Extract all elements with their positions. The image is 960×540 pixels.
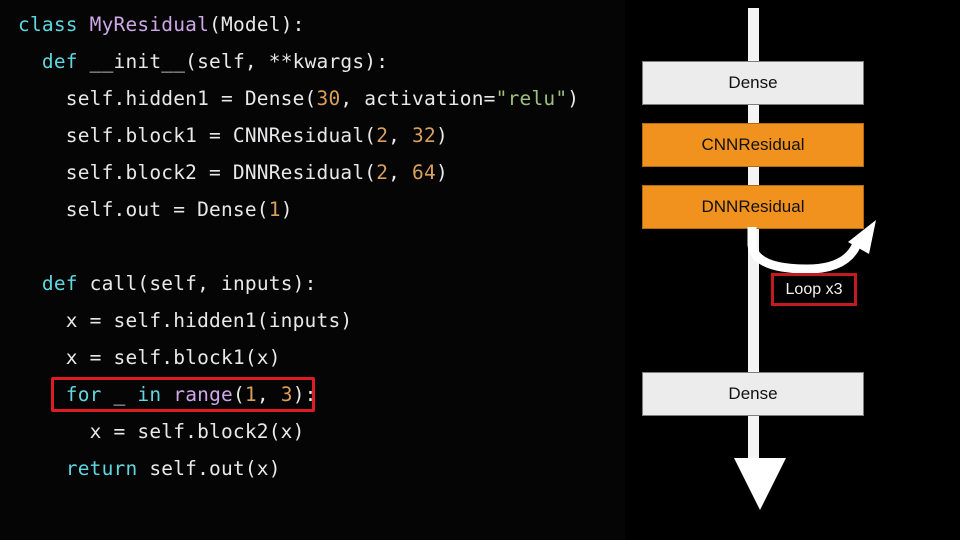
code-token: 1 (268, 198, 281, 221)
code-token: __init__(self, **kwargs): (77, 50, 389, 73)
code-token: self.hidden1 = Dense( (18, 87, 317, 110)
code-token: 2 (376, 161, 389, 184)
code-token: self.block1 = CNNResidual( (18, 124, 377, 147)
code-line: self.block1 = CNNResidual(2, 32) (18, 117, 625, 154)
code-line: x = self.block2(x) (18, 413, 625, 450)
node-label: Dense (728, 73, 778, 92)
code-token: x = self.hidden1(inputs) (18, 309, 353, 332)
code-token: , activation= (340, 87, 496, 110)
code-line: return self.out(x) (18, 450, 625, 487)
code-token: 64 (412, 161, 436, 184)
node-label: Dense (728, 384, 778, 403)
code-token: _ (101, 383, 138, 406)
code-token: self.block2 = DNNResidual( (18, 161, 377, 184)
code-line: x = self.block1(x) (18, 339, 625, 376)
diagram-node-dnn-residual[interactable]: DNNResidual (642, 185, 864, 229)
flow-spine-segment (748, 413, 759, 465)
diagram-node-dense-top[interactable]: Dense (642, 61, 864, 105)
code-token: def (41, 50, 78, 73)
code-line-for-loop: for _ in range(1, 3): (18, 376, 625, 413)
flow-spine-segment (748, 8, 759, 64)
loop-count-badge[interactable]: Loop x3 (771, 273, 857, 306)
code-token: ) (567, 87, 580, 110)
flow-spine-segment (748, 103, 759, 126)
code-token: ) (435, 161, 448, 184)
curved-loop-arrow-icon (747, 220, 876, 274)
code-token: def (41, 272, 78, 295)
code-token: (Model): (209, 13, 305, 36)
code-token: , (256, 383, 281, 406)
code-token: ) (435, 124, 448, 147)
code-line: def call(self, inputs): (18, 265, 625, 302)
down-arrow-icon (734, 458, 786, 510)
code-token: 1 (244, 383, 257, 406)
code-token: x = self.block1(x) (18, 346, 281, 369)
code-token (18, 50, 42, 73)
code-token: ) (280, 198, 293, 221)
flow-spine-segment (748, 227, 759, 375)
diagram-node-dense-bottom[interactable]: Dense (642, 372, 864, 416)
code-token: , (388, 161, 413, 184)
code-token: range (173, 383, 233, 406)
code-line-blank (18, 228, 625, 265)
code-token: self.out = Dense( (18, 198, 269, 221)
code-token: 3 (280, 383, 293, 406)
code-token: x = self.block2(x) (18, 420, 305, 443)
code-token (18, 272, 42, 295)
code-line: self.out = Dense(1) (18, 191, 625, 228)
architecture-diagram-panel: Dense CNNResidual DNNResidual Dense Loop… (625, 0, 960, 540)
code-token (18, 383, 66, 406)
code-token: "relu" (495, 87, 568, 110)
node-label: CNNResidual (701, 135, 805, 154)
code-token: for (65, 383, 102, 406)
code-line: x = self.hidden1(inputs) (18, 302, 625, 339)
node-label: DNNResidual (701, 197, 805, 216)
loop-badge-label: Loop x3 (785, 280, 843, 298)
code-token: self.out(x) (137, 457, 281, 480)
code-token: return (65, 457, 138, 480)
code-token: 32 (412, 124, 436, 147)
code-token: class (18, 13, 78, 36)
code-token: in (137, 383, 162, 406)
code-line: class MyResidual(Model): (18, 6, 625, 43)
code-token: call(self, inputs): (77, 272, 317, 295)
code-line: self.hidden1 = Dense(30, activation="rel… (18, 80, 625, 117)
flow-spine-segment (748, 165, 759, 188)
code-token: , (388, 124, 413, 147)
code-token: MyResidual (89, 13, 210, 36)
code-line: def __init__(self, **kwargs): (18, 43, 625, 80)
code-token (78, 13, 90, 36)
code-panel: class MyResidual(Model): def __init__(se… (18, 6, 625, 487)
code-token (161, 383, 173, 406)
diagram-node-cnn-residual[interactable]: CNNResidual (642, 123, 864, 167)
code-token (18, 457, 66, 480)
code-token: ( (232, 383, 245, 406)
code-token: 30 (316, 87, 341, 110)
code-line: self.block2 = DNNResidual(2, 64) (18, 154, 625, 191)
code-token: ): (292, 383, 317, 406)
code-token: 2 (376, 124, 389, 147)
